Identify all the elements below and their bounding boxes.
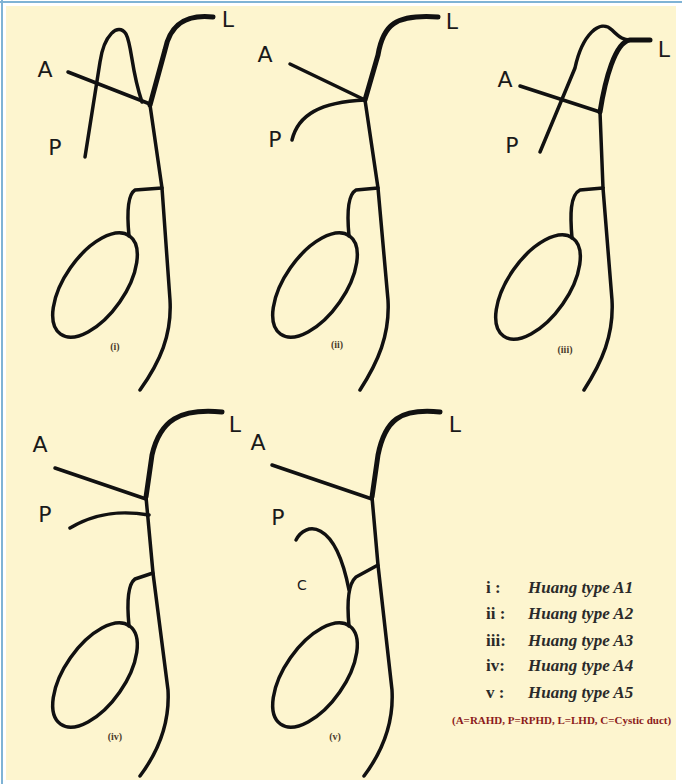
left-hepatic-duct [146,411,222,497]
duct-letter: A [497,69,512,91]
duct-letter: C [297,578,307,592]
right-anterior-duct [55,468,146,499]
gallbladder [36,609,154,742]
legend-key: iv: [486,657,505,674]
legend-key: ii : [486,605,505,622]
panel-number: (ii) [331,340,343,350]
duct-letter: A [37,59,52,81]
legend-key: iii: [486,632,506,649]
duct-letter: L [222,9,234,31]
right-anterior-duct [272,465,372,499]
type-a5-drawing [256,411,440,776]
cystic-duct [348,188,378,236]
duct-letter: P [268,129,281,151]
common-duct [140,497,168,776]
left-hepatic-duct [600,40,650,112]
type-name: Huang type A4 [528,657,633,674]
common-duct [364,497,392,776]
duct-letter: P [38,504,51,526]
common-duct [140,105,170,390]
duct-letter: P [48,137,61,159]
gallbladder [36,219,154,352]
panel-number: (i) [110,342,119,352]
type-name: Huang type A2 [528,605,633,622]
gallbladder [256,609,374,742]
panel-number: (v) [329,732,341,742]
panel-ground [6,6,676,780]
left-hepatic-duct [372,411,440,497]
duct-letter: P [271,507,284,529]
duct-letter: P [505,135,518,157]
cystic-duct [571,188,603,238]
duct-letter: A [257,44,272,66]
cystic-duct [128,573,153,626]
frame-line [1,0,3,784]
gallbladder [479,221,597,354]
abbreviation-note: (A=RAHD, P=RPHD, L=LHD, C=Cystic duct) [452,715,671,726]
left-hepatic-duct [150,17,213,105]
right-anterior-duct [290,64,365,100]
common-duct [584,112,612,390]
legend-key: i : [486,579,501,596]
right-posterior-duct [70,513,149,528]
legend-key: v : [486,684,504,701]
duct-letter: L [229,414,241,436]
type-a2-drawing [256,17,438,390]
type-name: Huang type A5 [528,684,633,701]
cystic-duct [348,565,378,626]
type-a4-drawing [36,411,222,776]
type-name: Huang type A3 [528,632,633,649]
type-a1-drawing [36,17,213,390]
duct-letter: A [250,432,265,454]
right-posterior-duct [85,30,142,157]
duct-letter: L [449,414,461,436]
frame-line [0,1,682,3]
duct-letter: L [446,11,458,33]
right-posterior-duct [292,100,365,140]
type-a3-drawing [479,26,650,390]
type-name: Huang type A1 [528,579,633,596]
left-hepatic-duct [365,17,438,100]
cystic-duct [128,188,162,236]
panel-number: (iv) [108,732,122,742]
right-posterior-duct [540,26,630,152]
gallbladder [256,219,374,352]
panel-number: (iii) [558,345,573,355]
duct-letter: A [32,434,47,456]
common-duct [360,100,388,390]
duct-letter: L [658,39,670,61]
